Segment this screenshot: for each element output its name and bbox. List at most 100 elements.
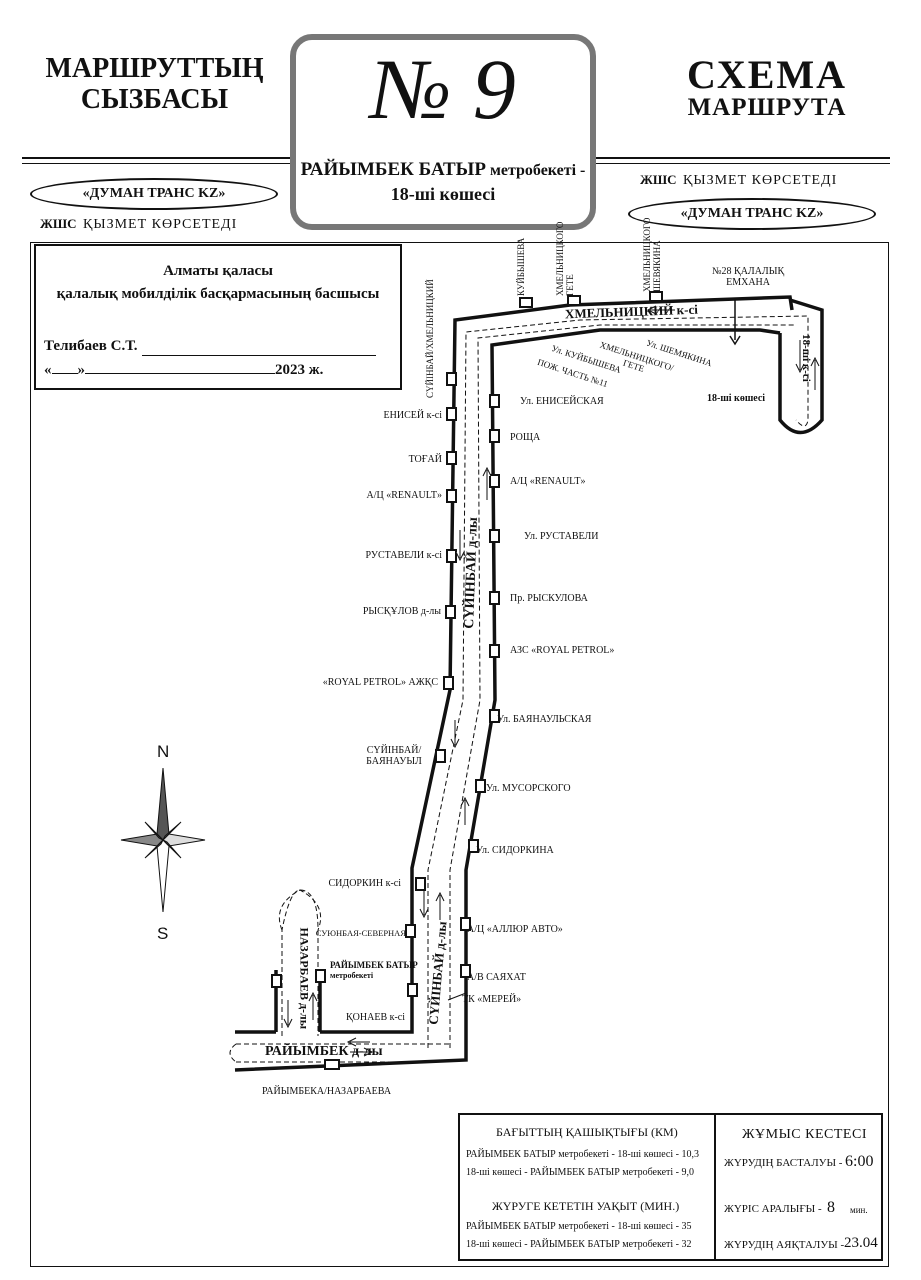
info-box: БАҒЫТТЫҢ ҚАШЫҚТЫҒЫ (КМ) РАЙЫМБЕК БАТЫР м… — [458, 1113, 883, 1261]
turnaround-bottom — [229, 1043, 237, 1063]
street-raiymbek: РАЙЫМБЕК д-лы — [265, 1044, 383, 1059]
left-stop-1: ЕНИСЕЙ к-сі — [383, 410, 442, 421]
header-rule-left-1 — [22, 157, 290, 159]
distance-2: 18-ші көшесі - РАЙЫМБЕК БАТЫР метробекет… — [466, 1167, 694, 1178]
company-pill-right: «ДУМАН ТРАНС KZ» — [628, 198, 876, 230]
left-stop-4: РУСТАВЕЛИ к-сі — [365, 550, 442, 561]
distance-title: БАҒЫТТЫҢ ҚАШЫҚТЫҒЫ (КМ) — [496, 1125, 678, 1139]
service-right-b: ҚЫЗМЕТ КӨРСЕТЕДІ — [683, 173, 838, 188]
compass-icon — [120, 767, 206, 913]
date-mid: » — [77, 362, 86, 378]
interval-label: ЖҮРІС АРАЛЫҒЫ - — [724, 1203, 822, 1215]
left-title-line1: МАРШРУТТЫҢ — [45, 53, 264, 84]
header-rule-left-2 — [22, 163, 290, 164]
bottom-intersection-label: РАЙЫМБЕКА/НАЗАРБАЕВА — [262, 1086, 392, 1097]
road-edge-outer — [410, 295, 794, 1010]
schedule-title: ЖҰМЫС КЕСТЕСІ — [742, 1127, 867, 1142]
route-name: РАЙЫМБЕК БАТЫР метробекеті - 18-ші көшес… — [296, 158, 590, 206]
route-number: № 9 — [370, 41, 516, 137]
road-edge-18 — [778, 298, 824, 435]
top-stop-2: ХМЕЛЬНИЦКОГО ГЕТЕ — [555, 221, 575, 296]
right-title-line1: СХЕМА — [686, 52, 848, 97]
approval-line2: қалалық мобилділік басқармасының басшысы — [56, 286, 380, 302]
start-label: ЖҮРУДІҢ БАСТАЛУЫ - — [724, 1157, 843, 1169]
approval-line1: Алматы қаласы — [163, 263, 273, 279]
hospital-line2: ЕМХАНА — [726, 277, 770, 288]
street-18: 18-ші к-сі — [800, 334, 812, 382]
approval-signer: Телибаев С.Т. — [44, 338, 138, 355]
compass-north: N — [157, 742, 170, 761]
hospital-line1: №28 ҚАЛАЛЫҚ — [712, 266, 785, 277]
right-stop-1: Ул. ЕНИСЕЙСКАЯ — [520, 396, 604, 407]
header-rule-right-2 — [596, 163, 890, 164]
map-frame — [30, 242, 889, 1267]
approval-signer-name: Телибаев С.Т. — [44, 338, 138, 354]
end-value: 23.04 — [844, 1235, 878, 1251]
street-nazarbayev: НАЗАРБАЕВ д-лы — [297, 927, 312, 1030]
road-edge-raiymbek-top — [234, 1010, 468, 1072]
turnaround-top — [278, 889, 322, 931]
left-stop-9: СУЮНБАЯ-СЕВЕРНАЯ — [315, 928, 406, 938]
right-stop-7: Ул. БАЯНАУЛЬСКАЯ — [497, 714, 592, 725]
top-stop-1: КУЙБЫШЕВА — [516, 237, 526, 296]
approval-box: Алматы қаласы қалалық мобилділік басқарм… — [34, 244, 402, 390]
left-stop-7: СҮЙІНБАЙ/ БАЯНАУЫЛ — [366, 745, 422, 767]
top-stop-3: ХМЕЛЬНИЦКОГО ШЕВЯКИНА — [642, 217, 662, 292]
left-stop-5: РЫСҚҰЛОВ д-лы — [362, 606, 441, 617]
right-title-line2: МАРШРУТА — [687, 94, 847, 121]
right-title: СХЕМА МАРШРУТА — [632, 52, 902, 121]
header-rule-right-1 — [596, 157, 890, 159]
route-line-nazarbayev — [281, 889, 319, 1036]
time-1: РАЙЫМБЕК БАТЫР метробекеті - 18-ші көшес… — [466, 1221, 692, 1232]
left-stop-8: СИДОРКИН к-сі — [328, 878, 401, 889]
right-stop-2: РОЩА — [510, 432, 541, 443]
route-line-outer — [427, 315, 809, 1048]
right-stop-5: Пр. РЫСКУЛОВА — [510, 593, 588, 604]
service-right-a: ЖШС — [640, 172, 677, 187]
left-stop-6: «ROYAL PETROL» АЖҚС — [322, 677, 438, 688]
terminal-18-label: 18-ші көшесі — [707, 393, 766, 404]
date-year: 2023 ж. — [275, 362, 324, 378]
service-left: ЖШС ҚЫЗМЕТ КӨРСЕТЕДІ — [40, 216, 237, 233]
route-number-box: № 9 РАЙЫМБЕК БАТЫР метробекеті - 18-ші к… — [290, 34, 596, 230]
route-line-inner — [449, 324, 795, 1048]
metro-label: РАЙЫМБЕК БАТЫР метробекеті — [330, 960, 418, 980]
compass-south: S — [157, 924, 169, 943]
metro-line2: метробекеті — [330, 970, 374, 980]
end-label: ЖҮРУДІҢ АЯҚТАЛУЫ - — [724, 1239, 845, 1251]
approval-date: « » 2023 ж. — [44, 362, 323, 379]
right-stop-9: Ул. СИДОРКИНА — [476, 845, 554, 856]
service-right: ЖШС ҚЫЗМЕТ КӨРСЕТЕДІ — [640, 172, 837, 189]
service-left-a: ЖШС — [40, 216, 77, 231]
left-stop-2: ТОҒАЙ — [408, 454, 442, 465]
route-name-bold: РАЙЫМБЕК БАТЫР — [300, 159, 486, 180]
info-divider — [714, 1115, 716, 1259]
right-stop-8: Ул. МУСОРСКОГО — [486, 783, 571, 794]
hospital-label: №28 ҚАЛАЛЫҚ ЕМХАНА — [712, 266, 784, 288]
right-stop-10: А/Ц «АЛЛЮР АВТО» — [467, 924, 563, 935]
corner-left-label: СҮЙІНБАЙ/ХМЕЛЬНИЦКИЙ — [425, 279, 435, 398]
right-stop-11: А/В САЯХАТ — [467, 972, 526, 983]
interval-value: 8 — [827, 1199, 835, 1216]
date-open: « — [44, 362, 52, 378]
route-name-line2: 18-ші көшесі — [390, 183, 496, 204]
left-title: МАРШРУТТЫҢ СЫЗБАСЫ — [22, 55, 287, 114]
left-stop-3: А/Ц «RENAULT» — [366, 490, 442, 501]
metro-line1: РАЙЫМБЕК БАТЫР — [330, 960, 418, 970]
right-stop-4: Ул. РУСТАВЕЛИ — [524, 531, 599, 542]
start-value: 6:00 — [845, 1153, 874, 1170]
left-title-line2: СЫЗБАСЫ — [80, 84, 229, 115]
konaev-label: ҚОНАЕВ к-сі — [346, 1012, 406, 1023]
signature-line — [142, 355, 376, 356]
time-title: ЖҮРУГЕ КЕТЕТІН УАҚЫТ (МИН.) — [492, 1199, 680, 1213]
service-left-b: ҚЫЗМЕТ КӨРСЕТЕДІ — [83, 217, 238, 232]
right-stop-6: АЗС «ROYAL PETROL» — [510, 645, 615, 656]
company-pill-left: «ДУМАН ТРАНС KZ» — [30, 178, 278, 210]
interval-unit: мин. — [850, 1205, 868, 1215]
distance-1: РАЙЫМБЕК БАТЫР метробекеті - 18-ші көшес… — [466, 1149, 699, 1160]
route-name-rest: метробекеті - — [485, 162, 586, 179]
right-stop-12: ТК «МЕРЕЙ» — [462, 994, 522, 1005]
time-2: 18-ші көшесі - РАЙЫМБЕК БАТЫР метробекет… — [466, 1239, 692, 1250]
road-edge-inner — [464, 328, 781, 1010]
